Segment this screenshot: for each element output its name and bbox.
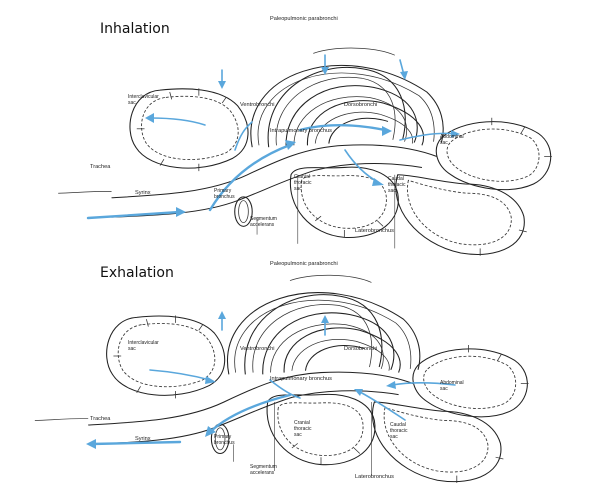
inhalation-airflow-arrows	[86, 54, 460, 220]
label-line: sac	[128, 346, 136, 352]
label-segmentum: Segmentum accelerans	[250, 464, 278, 476]
label-line: thoracic	[388, 182, 406, 188]
label-line: bronchus	[214, 440, 235, 446]
panel-title: Inhalation	[100, 21, 170, 37]
label-intrapulmonary: Intrapulmonary bronchus	[270, 128, 332, 134]
label-trachea: Trachea	[90, 416, 111, 422]
label-line: sac	[388, 188, 396, 194]
label-line: sac	[440, 386, 448, 392]
label-ventrobronchi: Ventrobronchi	[240, 346, 275, 352]
label-laterobronchus: Laterobronchus	[355, 228, 394, 234]
label-line: accelerans	[250, 222, 275, 228]
label-line: sac	[128, 100, 136, 106]
label-ventrobronchi: Ventrobronchi	[240, 102, 275, 108]
label-line: thoracic	[294, 426, 312, 432]
label-line: bronchus	[214, 194, 235, 200]
label-dorsobronchi: Dorsobronchi	[344, 102, 377, 108]
label-trachea: Trachea	[90, 164, 111, 170]
label-line: sac	[294, 432, 302, 438]
label-paleopulmonic: Paleopulmonic parabronchi	[270, 261, 338, 267]
label-line: thoracic	[294, 180, 312, 186]
label-intrapulmonary: Intrapulmonary bronchus	[270, 376, 332, 382]
label-line: sac	[294, 186, 302, 192]
label-abdominal: Abdominal sac	[440, 134, 465, 146]
label-syrinx: Syrinx	[135, 190, 151, 196]
label-primary: Primary bronchus	[214, 434, 235, 446]
exhalation-panel: Exhalation Paleopulmonic parabronchi Int…	[34, 261, 530, 484]
label-syrinx: Syrinx	[135, 436, 151, 442]
label-primary: Primary bronchus	[214, 188, 235, 200]
label-line: sac	[440, 140, 448, 146]
label-abdominal: Abdominal sac	[440, 380, 465, 392]
panel-title: Exhalation	[100, 265, 174, 281]
inhalation-panel: Inhalation Paleopulmonic parabronchi Int…	[57, 16, 553, 257]
label-interclavicular: Interclavicular sac	[128, 340, 160, 352]
label-paleopulmonic: Paleopulmonic parabronchi	[270, 16, 338, 22]
label-line: thoracic	[390, 428, 408, 434]
label-segmentum: Segmentum accelerans	[250, 216, 278, 228]
label-interclavicular: Interclavicular sac	[128, 94, 160, 106]
label-line: accelerans	[250, 470, 275, 476]
label-line: sac	[390, 434, 398, 440]
exhalation-airflow-arrows	[86, 311, 456, 449]
label-dorsobronchi: Dorsobronchi	[344, 346, 377, 352]
label-laterobronchus: Laterobronchus	[355, 474, 394, 480]
